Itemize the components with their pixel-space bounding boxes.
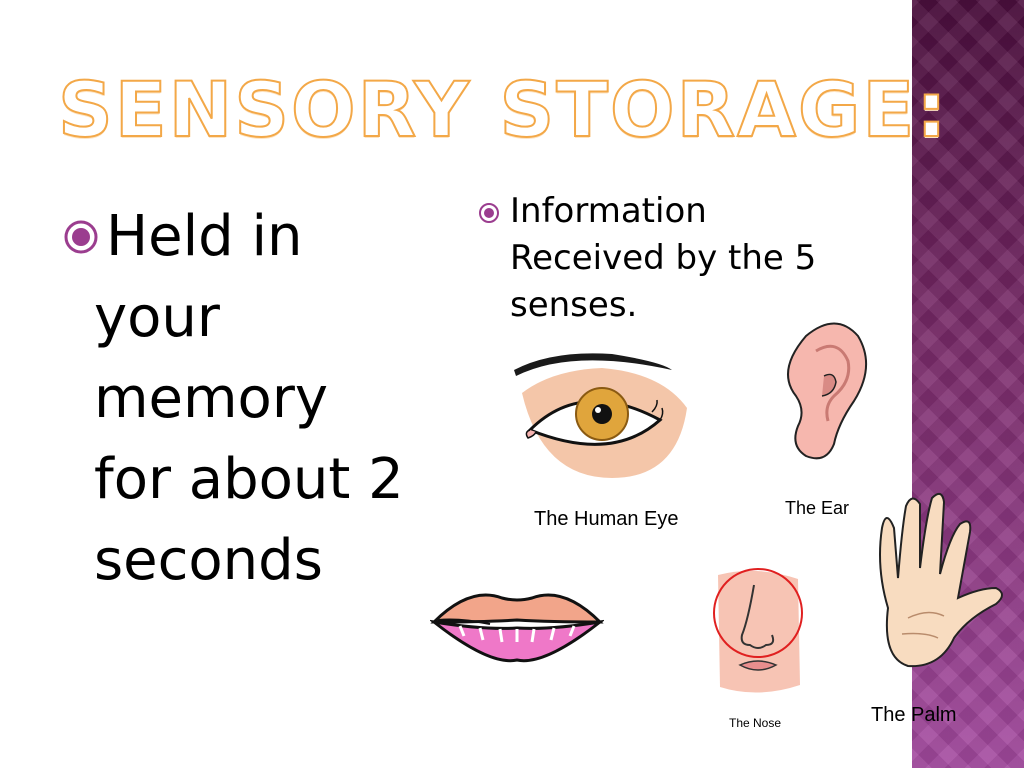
main-bullet: Held in your memory for about 2 seconds <box>62 196 462 601</box>
main-bullet-line-3: memory <box>94 366 328 431</box>
eye-illustration <box>514 353 687 478</box>
eye-caption: The Human Eye <box>534 508 679 530</box>
palm-caption: The Palm <box>871 704 957 726</box>
lips-illustration <box>430 593 604 663</box>
nose-caption: The Nose <box>729 716 782 730</box>
side-bullet-line-2: Received by the 5 <box>510 238 817 278</box>
main-bullet-line-5: seconds <box>94 528 323 593</box>
main-bullet-line-1: Held in <box>106 204 303 269</box>
ear-illustration <box>787 322 868 460</box>
ear-caption: The Ear <box>785 498 850 518</box>
side-bullet-line-1: Information <box>510 191 707 231</box>
side-bullet-line-3: senses. <box>510 285 638 325</box>
bullet-circle-icon <box>479 203 499 223</box>
side-bullet-text: Information Received by the 5 senses. <box>478 188 838 329</box>
main-bullet-text: Held in your memory for about 2 seconds <box>62 196 462 601</box>
main-bullet-line-2: your <box>94 285 220 350</box>
side-bullet: Information Received by the 5 senses. <box>478 188 838 329</box>
bullet-circle-icon <box>64 220 98 254</box>
palm-illustration <box>879 492 1003 668</box>
nose-illustration <box>713 568 803 693</box>
slide-title: Sensory Storage: <box>57 65 949 154</box>
main-bullet-line-4: for about 2 <box>94 447 404 512</box>
